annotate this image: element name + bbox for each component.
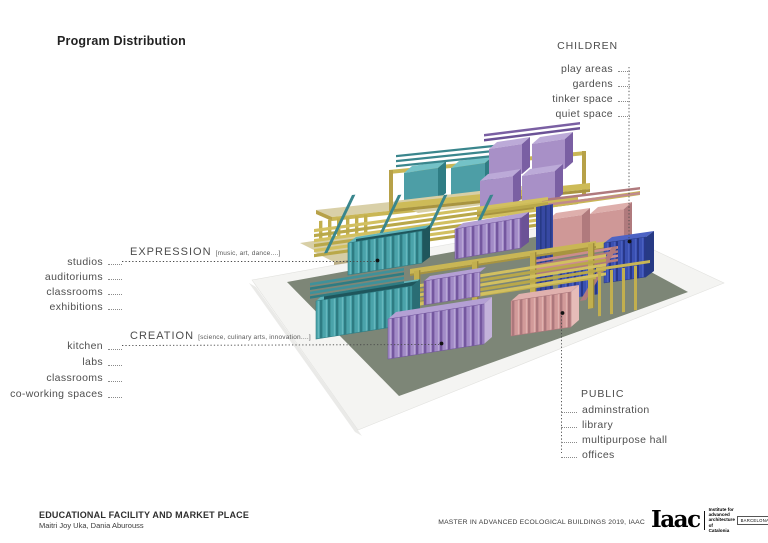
public-item-label: adminstration [582,403,650,416]
leader-line [561,412,577,413]
creation-item-label: co-working spaces [10,388,103,400]
teal-mid-box [347,225,430,276]
public-item: multipurpose hall [561,432,711,447]
purple-ground-container [387,297,492,360]
public-item: adminstration [561,402,711,417]
children-item-label: gardens [572,77,613,90]
creation-item: kitchen [6,338,122,354]
children-item: quiet space [500,106,630,121]
creation-item-label: kitchen [67,340,103,352]
children-item-label: tinker space [552,92,613,105]
creation-item: labs [6,354,122,370]
children-item: gardens [500,76,630,91]
expression-item-label: classrooms [46,285,103,298]
creation-item: classrooms [6,370,122,386]
leader-line [618,71,630,72]
public-item-label: library [582,418,614,431]
creation-item-label: labs [82,356,103,368]
leader-line [618,86,630,87]
iaac-institute-text: Institute for advanced architecture of C… [708,506,735,533]
creation-item-label: classrooms [46,372,103,384]
leader-line [561,442,577,443]
callout-public: PUBLIC adminstration library multipurpos… [561,386,711,462]
leader-line [561,457,577,458]
leader-line [618,116,630,117]
leader-line [108,364,122,366]
creation-subtitle: [science, culinary arts, innovation....] [198,334,311,341]
leader-line [108,348,122,350]
expression-item-label: exhibitions [49,300,103,313]
creation-header-label: CREATION [130,330,195,342]
annotation-connectors [121,67,630,453]
callout-expression: studios auditoriums classrooms exhibitio… [10,254,122,314]
purple-mid-box [454,212,529,260]
expression-header: EXPRESSION [music, art, dance....] [130,246,281,258]
expression-item: exhibitions [10,299,122,314]
public-header: PUBLIC [581,388,625,400]
leader-line [108,264,122,265]
expression-item-label: auditoriums [44,270,103,283]
pink-ground-container [510,285,579,337]
iaac-wordmark: Iaac [651,505,701,533]
children-anchor-dot [627,239,632,244]
public-item-label: offices [582,448,615,461]
purple-deck-strip [423,267,486,306]
logo-divider [703,510,705,530]
page-title: Program Distribution [57,34,187,48]
leader-line [618,101,630,102]
project-authors: Maitri Joy Uka, Dania Aburouss [39,521,144,530]
annotation-dots [375,239,632,346]
project-title: EDUCATIONAL FACILITY AND MARKET PLACE [39,510,250,520]
expression-item: classrooms [10,284,122,299]
public-item: offices [561,447,711,462]
iaac-city-label: BARCELONA [736,515,768,525]
leader-line [108,279,122,280]
expression-item-label: studios [67,255,103,268]
creation-item: co-working spaces [6,386,122,402]
public-item-label: multipurpose hall [582,433,668,446]
children-item: tinker space [500,91,630,106]
children-header: CHILDREN [557,40,618,52]
public-item: library [561,417,711,432]
children-item: play areas [500,61,630,76]
creation-header: CREATION [science, culinary arts, innova… [130,330,311,342]
children-item-label: play areas [561,62,613,75]
leader-line [108,380,122,382]
expression-subtitle: [music, art, dance....] [215,250,281,257]
children-item-label: quiet space [555,107,613,120]
expression-anchor-dot [375,258,380,263]
leader-line [108,294,122,295]
callout-children: CHILDREN play areas gardens tinker space… [500,40,630,121]
right-yellow-posts [596,260,650,317]
public-anchor-dot [560,311,565,315]
callout-creation: kitchen labs classrooms co-working space… [6,338,122,402]
leader-line [108,396,122,398]
expression-header-label: EXPRESSION [130,246,212,258]
iaac-logo: Iaac Institute for advanced architecture… [651,504,768,536]
expression-item: studios [10,254,122,269]
leader-line [108,309,122,310]
footer-program-text: MASTER IN ADVANCED ECOLOGICAL BUILDINGS … [438,519,645,526]
teal-ground-container [310,268,420,340]
creation-anchor-dot [439,341,444,346]
leader-line [561,427,577,428]
footer-project-block: EDUCATIONAL FACILITY AND MARKET PLACE Ma… [39,510,249,530]
expression-item: auditoriums [10,269,122,284]
